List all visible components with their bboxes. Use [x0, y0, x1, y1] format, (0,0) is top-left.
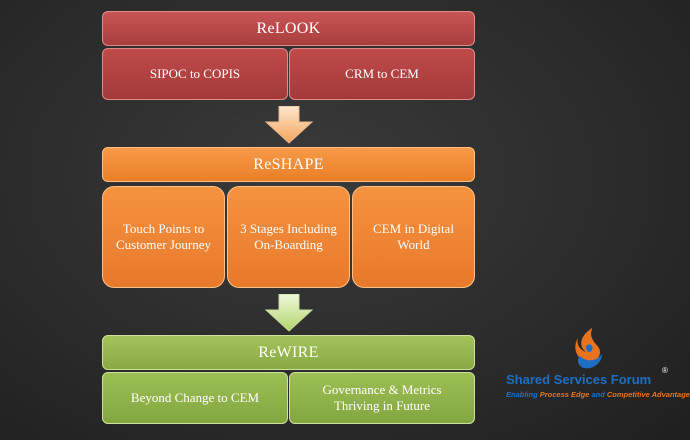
relook-header: ReLOOK	[102, 11, 475, 46]
reshape-item-touch-points: Touch Points to Customer Journey	[102, 186, 225, 288]
shared-services-forum-logo: Shared Services Forum ® Enabling Process…	[506, 326, 690, 406]
rewire-item-governance: Governance & Metrics Thriving in Future	[289, 372, 475, 424]
logo-tagline: Enabling Process Edge and Competitive Ad…	[506, 390, 690, 399]
logo-title: Shared Services Forum	[506, 372, 652, 387]
flame-logo-icon	[575, 328, 602, 369]
relook-item-crm: CRM to CEM	[289, 48, 475, 100]
down-arrow-icon	[264, 294, 314, 332]
tagline-text: and	[589, 390, 607, 399]
relook-item-sipoc: SIPOC to COPIS	[102, 48, 288, 100]
reshape-item-three-stages: 3 Stages Including On-Boarding	[227, 186, 350, 288]
reshape-item-cem-digital: CEM in Digital World	[352, 186, 475, 288]
tagline-text: Enabling	[506, 390, 540, 399]
registered-mark: ®	[662, 366, 668, 375]
rewire-header: ReWIRE	[102, 335, 475, 370]
tagline-highlight: Competitive Advantage	[606, 390, 690, 399]
reshape-header: ReSHAPE	[102, 147, 475, 182]
rewire-item-beyond-change: Beyond Change to CEM	[102, 372, 288, 424]
tagline-highlight: Process Edge	[539, 390, 590, 399]
down-arrow-icon	[264, 106, 314, 144]
